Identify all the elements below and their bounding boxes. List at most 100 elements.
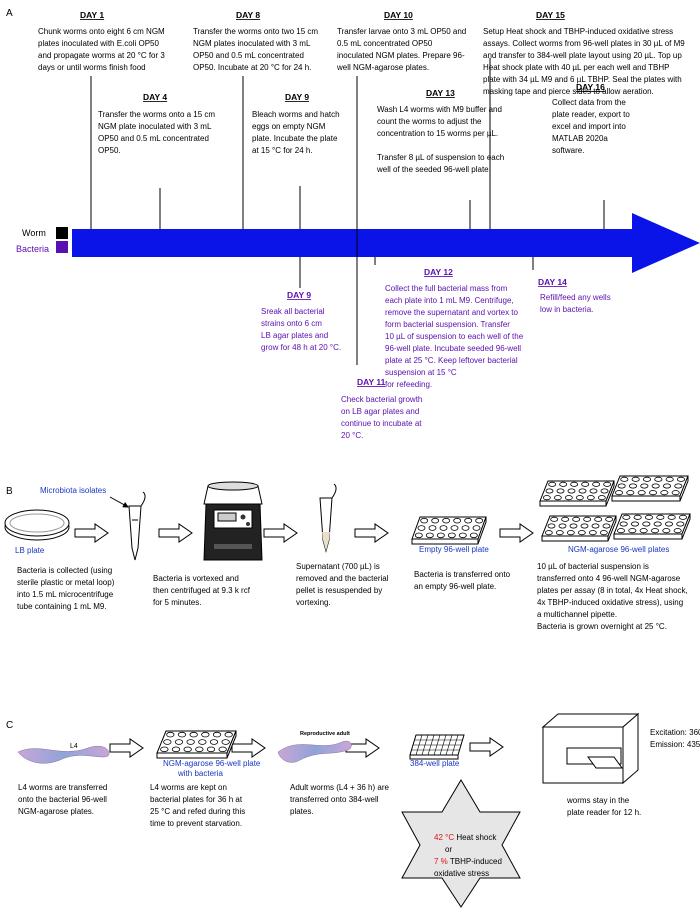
l4-worm-image: [17, 745, 110, 764]
384-well-plate: [409, 734, 465, 760]
worm-step-text-line: inoculated NGM plates. Prepare 96-: [337, 51, 465, 60]
bacteria-step-text-line: each plate into 1 mL M9. Centrifuge,: [385, 296, 514, 305]
worm-step-text-line: Wash L4 worms with M9 buffer and: [377, 105, 502, 114]
bacteria-step-text-line: Sreak all bacterial: [261, 307, 325, 316]
worm-step-text-line: well of the seeded 96-well plate.: [376, 165, 491, 174]
bacteria-step-text-line: LB agar plates and: [261, 331, 328, 340]
worm-step-text: Transfer the worms onto two 15 cm NGM pla…: [193, 27, 318, 72]
worm-step-text-line: Transfer 8 µL of suspension to each: [377, 153, 504, 162]
ngm-plate-4: [613, 513, 691, 540]
step-centrifuge-text-line: then centrifuged at 9.3 k rcf: [153, 586, 251, 595]
bacteria-step-text-line: continue to incubate at: [341, 419, 422, 428]
bacteria-step-text-line: Refill/feed any wells: [540, 293, 611, 302]
bacteria-step-text-line: 20 °C.: [341, 431, 363, 440]
worm-step-text-line: eggs on empty NGM: [252, 122, 326, 131]
ngm-plate-label-line2: with bacteria: [177, 769, 223, 778]
worm-step-text-line: plate reader, export to: [552, 110, 630, 119]
microcentrifuge-tube: [128, 491, 146, 561]
step-adult-transfer-text-line: transferred onto 384-well: [290, 795, 379, 804]
stress-or: or: [445, 845, 452, 854]
worm-step-text-line: MATLAB 2020a: [552, 134, 608, 143]
worm-step-text-line: plates inoculated with E.coli OP50: [38, 39, 160, 48]
bacteria-step-text-line: 96-well plate. Incubate seeded 96-well: [385, 344, 521, 353]
bacteria-step-text-line: suspension at 15 °C: [385, 368, 457, 377]
worm-step-day: DAY 4: [143, 92, 167, 102]
step-ngm-transfer-text: 10 µL of bacterial suspension istransfer…: [537, 562, 688, 631]
ngm-plate-with-bacteria: [156, 730, 237, 759]
step-collect-text-line: tube containing 1 mL M9.: [17, 602, 107, 611]
worm-step-text-line: count the worms to adjust the: [377, 117, 482, 126]
microbiota-label: Microbiota isolates: [40, 486, 106, 495]
worm-step-day: DAY 16: [576, 82, 605, 92]
timeline-arrow: [72, 213, 700, 273]
worm-step-text: Bleach worms and hatch eggs on empty NGM p…: [252, 110, 340, 155]
step-collect-text-line: into 1.5 mL microcentrifuge: [17, 590, 114, 599]
plate-384-label: 384-well plate: [410, 759, 460, 768]
ngm-plate-1: [539, 480, 615, 507]
reproductive-adult-tag: Reproductive adult: [300, 731, 350, 737]
worm-step-text-line: and transfer to 384-well plate layout us…: [483, 51, 682, 60]
step-l4-kept-text-line: time to prevent starvation.: [150, 819, 242, 828]
worm-step-text-line: and propagate worms at 20 °C for 3: [38, 51, 165, 60]
worm-step-text: Setup Heat shock and TBHP-induced oxidat…: [483, 27, 685, 96]
worm-step-text-line: OP50.: [98, 146, 121, 155]
stress-condition-2-cont: oxidative stress: [434, 869, 489, 878]
worm-step-text-line: Bleach worms and hatch: [252, 110, 340, 119]
bacteria-step-text-line: Collect the full bacterial mass from: [385, 284, 508, 293]
worm-step-text-line: masking tape and pierce sides to allow a…: [483, 87, 654, 96]
step-collect-text-line: Bacteria is collected (using: [17, 566, 112, 575]
bacteria-step-text-line: for refeeding.: [385, 380, 432, 389]
stress-condition-1: 42 °C Heat shock: [434, 833, 497, 842]
worm-step-text: Collect data from the plate reader, expor…: [552, 98, 630, 155]
stress-star: [401, 779, 521, 908]
empty-plate: [411, 516, 487, 545]
step-l4-kept-text-line: 25 °C and refed during this: [150, 807, 245, 816]
process-arrows-c: [109, 737, 504, 758]
bacteria-step-day: DAY 11: [357, 377, 386, 387]
plate-c: [156, 730, 237, 759]
worm-step-text-line: Transfer the worms onto two 15 cm: [193, 27, 318, 36]
worm-step-day: DAY 9: [285, 92, 309, 102]
step-adult-transfer-text-line: Adult worms (L4 + 36 h) are: [290, 783, 389, 792]
step-centrifuge-text-line: for 5 minutes.: [153, 598, 201, 607]
worm-step-day: DAY 1: [80, 10, 104, 20]
step-transfer-text-line: an empty 96-well plate.: [414, 582, 496, 591]
bacteria-step-text-line: form bacterial suspension. Transfer: [385, 320, 510, 329]
step-ngm-transfer-text-line: transferred onto 4 96-well NGM-agarose: [537, 574, 681, 583]
bacteria-step-text: Collect the full bacterial mass from each…: [385, 284, 524, 389]
worm-step-text-line: excel and import into: [552, 122, 626, 131]
microbiota-pointer: [109, 496, 129, 508]
step-l4-transfer-text-line: L4 worms are transferred: [18, 783, 107, 792]
worm-step-text-line: concentration to 15 worms per µL.: [377, 129, 498, 138]
emission-label: Emission: 435 nm: [650, 740, 700, 749]
worm-step-text-line: Transfer the worms onto a 15 cm: [98, 110, 215, 119]
panel-a-label: A: [6, 8, 13, 19]
ngm-plates-label: NGM-agarose 96-well plates: [568, 545, 669, 554]
worm-step-text-line: software.: [552, 146, 584, 155]
bacteria-step-text-line: 10 µL of suspension to each well of the: [385, 332, 524, 341]
bacteria-step-day: DAY 14: [538, 277, 567, 287]
legend-bacteria-swatch: [56, 241, 68, 253]
worm-step-text-line: Collect data from the: [552, 98, 626, 107]
excitation-label: Excitation: 360 nm: [650, 728, 700, 737]
step-supernatant-text: Supernatant (700 µL) is removed and the b…: [296, 562, 389, 607]
worm-step-text-line: plate. Incubate the plate: [252, 134, 338, 143]
worm-step-text-line: Heat shock plate with 40 µL per each wel…: [483, 63, 670, 72]
worm-step-text-line: NGM plates inoculated with 3 mL: [193, 39, 311, 48]
step-supernatant-text-line: removed and the bacterial: [296, 574, 389, 583]
lb-plate: [4, 509, 70, 541]
step-supernatant-text-line: Supernatant (700 µL) is: [296, 562, 380, 571]
empty-plate-label: Empty 96-well plate: [419, 545, 489, 554]
panel-b-label: B: [6, 486, 13, 497]
